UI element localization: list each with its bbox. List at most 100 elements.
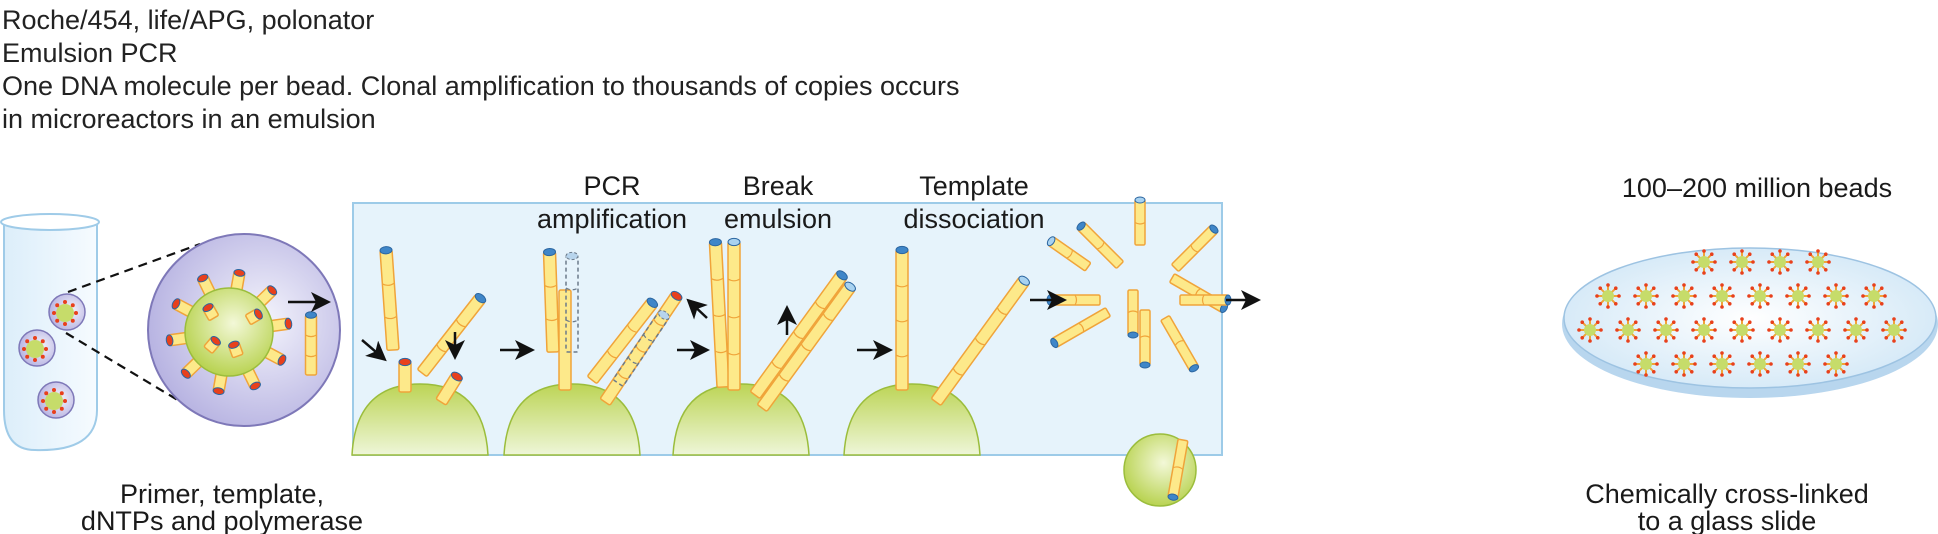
zoom-line-top: [67, 242, 201, 294]
small-bead: [45, 392, 63, 410]
slide-bead: [1653, 317, 1679, 343]
dna-strand: [708, 238, 730, 388]
strand-cap: [1167, 493, 1179, 501]
strand-cap: [233, 269, 246, 277]
dna-strand: [1160, 315, 1200, 373]
bead-strand: [1167, 438, 1189, 501]
strand-cap: [844, 281, 856, 292]
strand-cap: [267, 285, 278, 296]
strand-cap: [543, 247, 557, 257]
slide-bead: [1785, 283, 1811, 309]
slide-bead: [1595, 283, 1621, 309]
description-line1: One DNA molecule per bead. Clonal amplif…: [2, 71, 960, 101]
strand-cap: [836, 270, 848, 281]
dna-strand: [612, 310, 670, 387]
slide-label-line1: Chemically cross-linked: [1585, 479, 1869, 509]
dna-strand: [379, 246, 400, 352]
slide-bead: [1747, 283, 1773, 309]
slide-bead: [1785, 351, 1811, 377]
strand-cap: [1209, 224, 1219, 234]
zoom-line-bottom: [65, 332, 187, 406]
slide-bead: [1823, 351, 1849, 377]
bead-surface: [672, 383, 810, 456]
bead-surface: [351, 383, 489, 456]
dna-strand: [203, 335, 221, 354]
strand-cap: [1076, 221, 1086, 231]
dna-strand: [267, 317, 293, 333]
strand-cap: [1046, 236, 1056, 247]
bead-front-primers: [202, 303, 318, 376]
strand-cap: [165, 334, 174, 347]
method-text: Emulsion PCR: [2, 38, 178, 68]
slide-bead: [1767, 317, 1793, 343]
slide-bead: [1747, 351, 1773, 377]
strand-cap: [1127, 331, 1139, 339]
slide-bead: [1729, 249, 1755, 275]
dna-strand: [1179, 294, 1232, 306]
strand-cap: [565, 251, 579, 261]
dna-strand: [435, 371, 463, 406]
strand-cap: [253, 308, 263, 320]
slide-bead: [1881, 317, 1907, 343]
pcr-steps-illustration: [351, 237, 1030, 456]
strand-cap: [180, 368, 191, 379]
strand-cap: [708, 238, 722, 247]
arrow-icon: [361, 339, 387, 362]
slide-bead: [1709, 351, 1735, 377]
step-template-line1: Template: [919, 171, 1029, 201]
dna-strand: [398, 357, 412, 393]
strand-cap: [1139, 361, 1151, 369]
dna-strand: [1127, 289, 1139, 339]
slide-bead: [1805, 317, 1831, 343]
reagents-label-line2: dNTPs and polymerase: [81, 506, 363, 534]
strand-cap: [398, 357, 412, 367]
strand-cap: [305, 311, 317, 319]
strand-cap: [228, 340, 240, 349]
step-break-line1: Break: [743, 171, 814, 201]
strand-cap: [1050, 337, 1059, 349]
dna-strand: [565, 251, 579, 353]
slide-bead: [1767, 249, 1793, 275]
strand-cap: [197, 273, 209, 283]
step-pcr-line2: amplification: [537, 204, 687, 234]
small-bead: [26, 340, 44, 358]
slide-bead: [1729, 317, 1755, 343]
capture-bead: [184, 287, 274, 377]
slide-bead: [1691, 249, 1717, 275]
small-bead: [56, 304, 74, 322]
slide-bead: [1691, 317, 1717, 343]
dna-strand: [1050, 307, 1111, 349]
dna-strand: [1134, 196, 1146, 246]
dna-strand: [1076, 221, 1124, 269]
step-template-line2: dissociation: [903, 204, 1044, 234]
slide-bead: [1671, 351, 1697, 377]
platforms-text: Roche/454, life/APG, polonator: [2, 5, 375, 35]
dna-strand: [304, 311, 318, 376]
small-droplets: [18, 293, 86, 419]
strand-cap: [379, 246, 393, 255]
strand-cap: [284, 317, 293, 330]
strand-cap: [895, 245, 909, 255]
slide-bead: [1615, 317, 1641, 343]
strand-cap: [171, 298, 181, 310]
description-line2: in microreactors in an emulsion: [2, 104, 376, 134]
slide-bead: [1709, 283, 1735, 309]
strand-cap: [1188, 364, 1200, 373]
strand-cap: [202, 303, 214, 313]
dna-strand: [558, 289, 572, 391]
strand-cap: [277, 354, 287, 366]
slide-bead: [1633, 351, 1659, 377]
strand-cap: [670, 290, 683, 301]
strand-cap: [212, 387, 225, 395]
slide-bead: [1823, 283, 1849, 309]
slide-bead: [1843, 317, 1869, 343]
strand-cap: [646, 297, 659, 308]
strand-cap: [474, 292, 487, 304]
strand-cap: [210, 335, 221, 346]
slide-bead: [1577, 317, 1603, 343]
glass-slide: [1563, 247, 1937, 389]
dna-strand: [1139, 309, 1151, 369]
dna-strand: [727, 237, 741, 391]
released-strands: [1046, 196, 1232, 373]
